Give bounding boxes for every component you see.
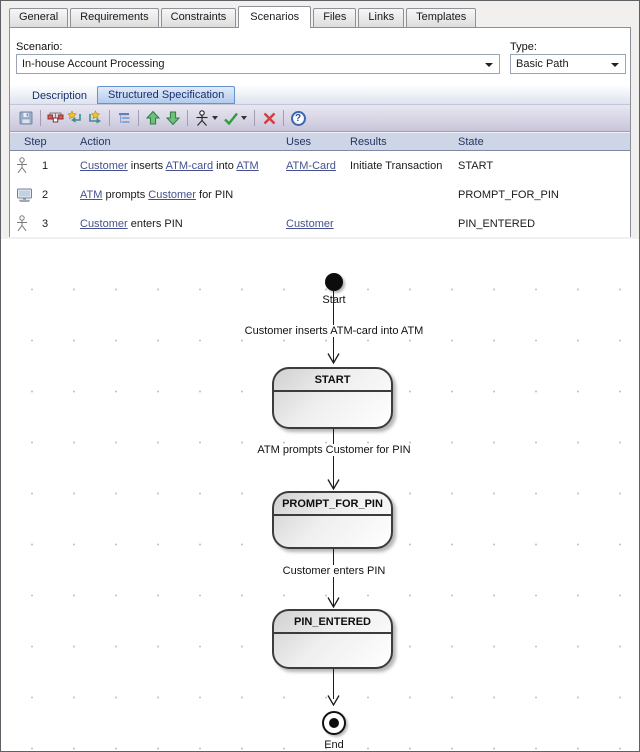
toolbar-separator xyxy=(187,110,188,126)
transition-label: Customer inserts ATM-card into ATM xyxy=(242,325,426,337)
outline-icon[interactable] xyxy=(114,109,134,128)
step-number: 1 xyxy=(42,159,49,172)
chevron-down-icon xyxy=(611,63,619,67)
tab-templates[interactable]: Templates xyxy=(406,8,477,27)
state-title: PIN_ENTERED xyxy=(293,616,372,628)
initial-node-label: Start xyxy=(294,294,374,306)
scenario-value: In-house Account Processing xyxy=(22,58,165,70)
transition-label: Customer enters PIN xyxy=(280,565,388,577)
state-text: PIN_ENTERED xyxy=(458,217,536,230)
actor-icon xyxy=(16,157,40,174)
toolbar-separator xyxy=(283,110,284,126)
chevron-down-icon xyxy=(485,63,493,67)
column-header-action[interactable]: Action xyxy=(80,135,111,148)
tab-general[interactable]: General xyxy=(9,8,69,27)
final-node[interactable] xyxy=(322,711,346,735)
move-up-icon[interactable] xyxy=(143,109,163,128)
type-label: Type: xyxy=(510,41,537,53)
add-child-step-icon[interactable] xyxy=(65,109,85,128)
final-node-label: End xyxy=(324,739,344,751)
delete-icon[interactable] xyxy=(259,109,279,128)
state-divider xyxy=(274,514,391,516)
toolbar-separator xyxy=(109,110,110,126)
transition-line xyxy=(333,549,334,607)
entity-link[interactable]: Customer xyxy=(80,217,128,230)
specification-toolbar: ? xyxy=(10,105,630,132)
help-glyph: ? xyxy=(290,110,306,126)
action-text: Customer enters PIN xyxy=(80,217,183,230)
sub-tab-bar: Description Structured Specification xyxy=(10,86,630,105)
help-icon[interactable]: ? xyxy=(288,109,308,128)
uses-text: ATM-Card xyxy=(286,160,350,172)
actor-context-icon[interactable] xyxy=(192,109,212,128)
entity-link[interactable]: Customer xyxy=(80,159,128,172)
move-down-icon[interactable] xyxy=(163,109,183,128)
column-header-results[interactable]: Results xyxy=(350,135,387,148)
step-number: 2 xyxy=(42,188,49,201)
chevron-down-icon[interactable] xyxy=(212,116,218,120)
system-icon xyxy=(16,188,40,202)
subtab-description[interactable]: Description xyxy=(32,90,88,102)
state-node-pin-entered[interactable]: PIN_ENTERED xyxy=(272,609,393,669)
add-sibling-step-icon[interactable] xyxy=(85,109,105,128)
tab-requirements[interactable]: Requirements xyxy=(70,8,159,27)
column-header-uses[interactable]: Uses xyxy=(286,135,312,148)
results-text: Initiate Transaction xyxy=(350,159,443,172)
state-title: START xyxy=(314,374,351,386)
arrowhead-icon xyxy=(327,695,340,706)
type-value: Basic Path xyxy=(516,58,569,70)
action-text: ATM prompts Customer for PIN xyxy=(80,188,234,201)
table-row[interactable]: 2 ATM prompts Customer for PIN PROMPT_FOR_… xyxy=(10,180,630,209)
entity-link[interactable]: Customer xyxy=(286,217,334,230)
initial-node[interactable] xyxy=(325,273,343,291)
tab-links[interactable]: Links xyxy=(358,8,405,27)
step-number: 3 xyxy=(42,217,49,230)
state-divider xyxy=(274,632,391,634)
column-header-step[interactable]: Step xyxy=(24,135,47,148)
final-node-dot xyxy=(329,718,339,728)
actor-icon xyxy=(16,215,40,232)
scenario-combobox[interactable]: In-house Account Processing xyxy=(16,54,500,74)
scenarios-tab-page: Scenario: In-house Account Processing Ty… xyxy=(9,27,631,237)
action-text: Customer inserts ATM-card into ATM xyxy=(80,159,259,172)
entity-link[interactable]: ATM-Card xyxy=(286,159,336,172)
transition-label: ATM prompts Customer for PIN xyxy=(255,444,413,456)
window-tab-bar: General Requirements Constraints Scenari… xyxy=(9,5,478,28)
step-table-body: 1 Customer inserts ATM-card into ATM ATM-C… xyxy=(10,151,630,237)
entity-link[interactable]: ATM xyxy=(236,159,259,172)
tab-constraints[interactable]: Constraints xyxy=(160,8,237,27)
validate-icon[interactable] xyxy=(221,109,241,128)
state-divider xyxy=(274,390,391,392)
state-machine-diagram: Start Customer inserts ATM-card into ATM… xyxy=(1,241,639,751)
toolbar-separator xyxy=(254,110,255,126)
state-text: START xyxy=(458,159,494,172)
table-header: Step Action Uses Results State xyxy=(10,132,630,151)
subtab-structured-specification[interactable]: Structured Specification xyxy=(97,86,236,104)
toolbar-separator xyxy=(40,110,41,126)
tab-files[interactable]: Files xyxy=(313,8,357,27)
chevron-down-icon[interactable] xyxy=(241,116,247,120)
arrowhead-icon xyxy=(327,597,340,608)
insert-step-icon[interactable] xyxy=(45,109,65,128)
table-row[interactable]: 1 Customer inserts ATM-card into ATM ATM-C… xyxy=(10,151,630,180)
save-icon[interactable] xyxy=(16,109,36,128)
type-combobox[interactable]: Basic Path xyxy=(510,54,626,74)
entity-link[interactable]: ATM-card xyxy=(165,159,214,172)
entity-link[interactable]: ATM xyxy=(80,188,103,201)
toolbar-separator xyxy=(138,110,139,126)
scenario-label: Scenario: xyxy=(16,41,63,53)
entity-link[interactable]: Customer xyxy=(148,188,196,201)
arrowhead-icon xyxy=(327,479,340,490)
column-header-state[interactable]: State xyxy=(458,135,484,148)
uses-text: Customer xyxy=(286,218,350,230)
tab-scenarios[interactable]: Scenarios xyxy=(238,6,312,28)
transition-line xyxy=(333,429,334,489)
transition-line xyxy=(333,669,334,699)
state-node-start[interactable]: START xyxy=(272,367,393,429)
state-node-prompt-for-pin[interactable]: PROMPT_FOR_PIN xyxy=(272,491,393,549)
arrowhead-icon xyxy=(327,353,340,364)
state-text: PROMPT_FOR_PIN xyxy=(458,188,559,201)
state-title: PROMPT_FOR_PIN xyxy=(282,498,383,510)
